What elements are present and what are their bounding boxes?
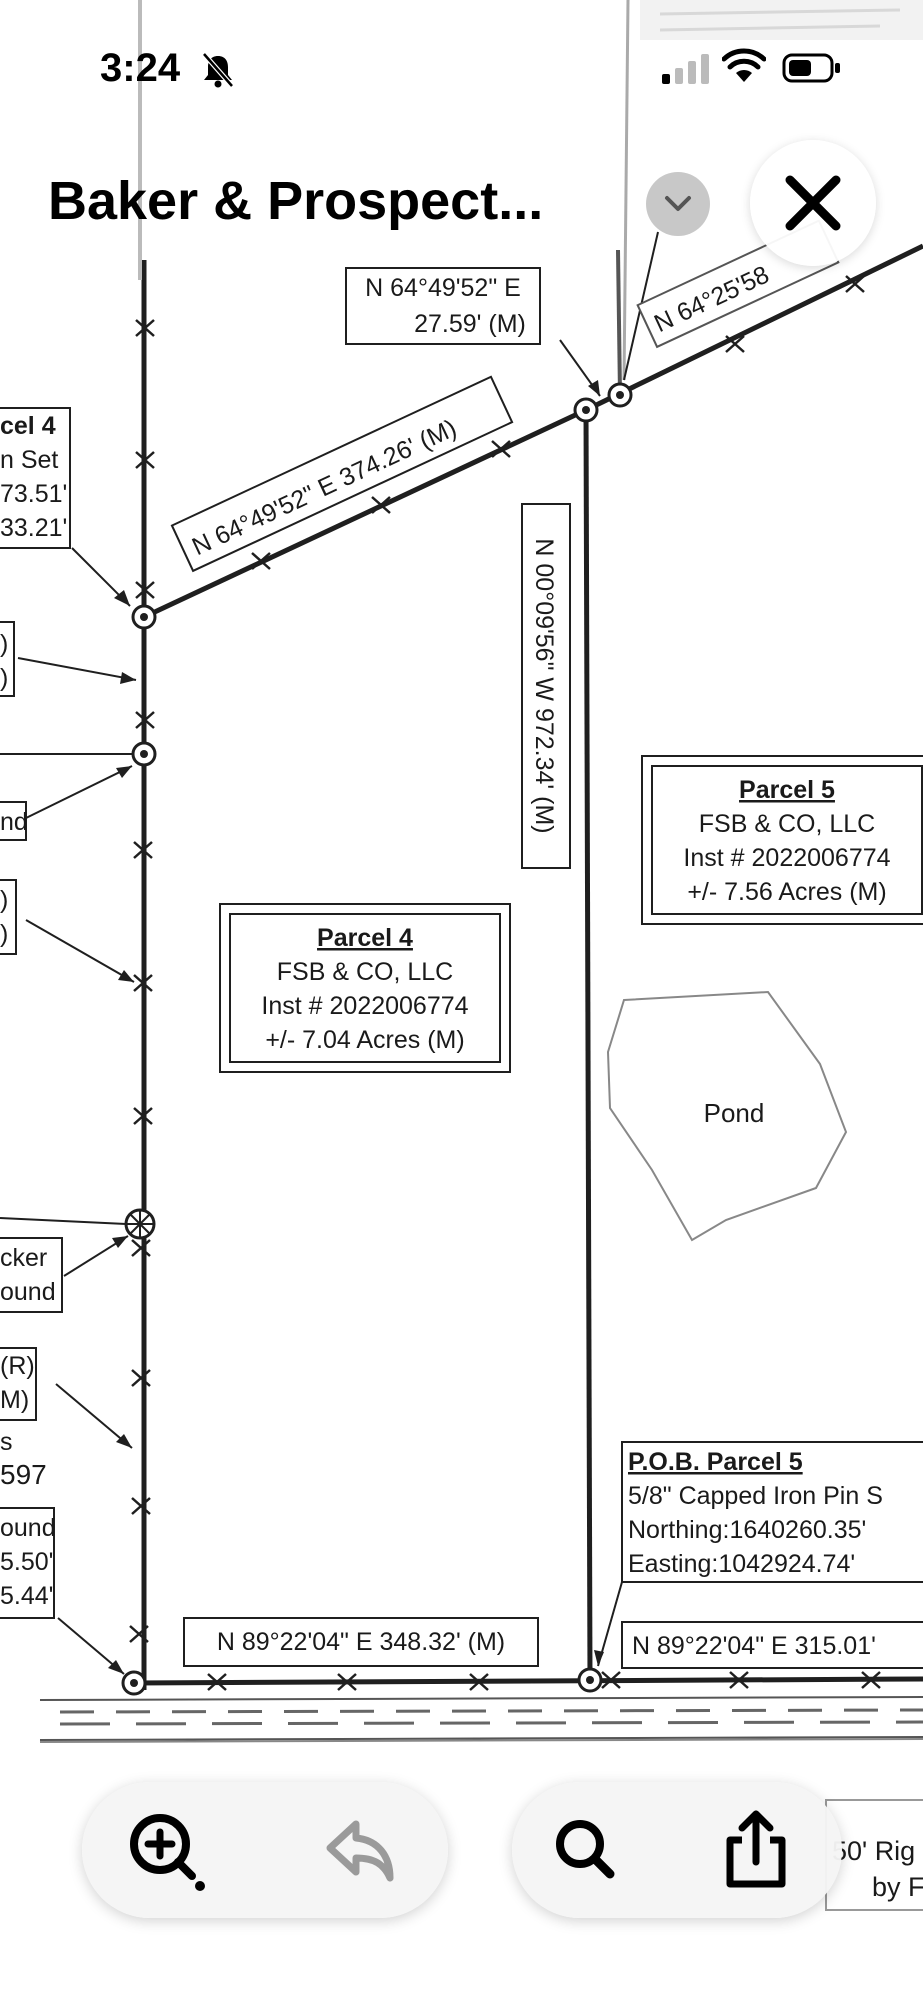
parcel5-inst: Inst # 2022006774 — [683, 844, 890, 872]
parcel5-owner: FSB & CO, LLC — [699, 810, 875, 838]
clip-g1: s — [0, 1428, 13, 1456]
silent-bell-icon — [202, 52, 234, 88]
parcel5-title: Parcel 5 — [739, 776, 835, 804]
clip-g2: 597 — [0, 1459, 47, 1490]
bearing-bottom-left: N 89°22'04" E 348.32' (M) — [217, 1628, 505, 1656]
markup-button[interactable] — [122, 1806, 210, 1894]
clip-c1: nd — [0, 808, 28, 836]
bearing-bottom-right: N 89°22'04" E 315.01' — [632, 1632, 876, 1660]
cellular-signal-icon — [662, 54, 709, 84]
pond-outline — [606, 990, 848, 1242]
pob-northing: Northing:1640260.35' — [628, 1516, 866, 1544]
clip-a2: n Set — [0, 446, 58, 474]
bearing-top-small-dist: 27.59' (M) — [414, 310, 526, 338]
clip-right-l1: 50' Rig — [832, 1836, 915, 1866]
clip-h3: 5.44' — [0, 1582, 53, 1610]
clip-d2: ) — [0, 920, 8, 948]
clip-f1: (R) — [0, 1352, 35, 1380]
status-time: 3:24 — [100, 46, 181, 90]
share-icon — [726, 1810, 786, 1888]
clip-a3: 73.51' — [0, 480, 67, 508]
wifi-icon — [722, 48, 766, 82]
clip-e2: ound — [0, 1278, 56, 1306]
clip-a1: cel 4 — [0, 412, 56, 440]
chevron-down-icon — [665, 196, 691, 211]
search-icon — [556, 1820, 615, 1879]
close-button[interactable] — [750, 140, 876, 266]
markup-pen-icon — [130, 1814, 205, 1891]
battery-icon — [782, 53, 840, 83]
undo-icon — [326, 1820, 394, 1882]
markup-toolbar — [82, 1782, 448, 1918]
clip-e1: cker — [0, 1244, 47, 1272]
title-menu-button[interactable] — [646, 172, 710, 236]
clip-h1: ound — [0, 1514, 56, 1542]
clip-b1: ) — [0, 630, 8, 658]
parcel4-owner: FSB & CO, LLC — [277, 958, 453, 986]
search-button[interactable] — [542, 1806, 630, 1894]
pob-line1: 5/8" Capped Iron Pin S — [628, 1482, 883, 1510]
clip-b2: ) — [0, 664, 8, 692]
clip-right-l2: by F — [872, 1872, 923, 1902]
clip-h2: 5.50' — [0, 1548, 53, 1576]
clip-f2: M) — [0, 1386, 29, 1414]
status-bar: 3:24 — [0, 0, 923, 140]
clip-a4: 33.21' — [0, 514, 67, 542]
parcel4-title: Parcel 4 — [317, 924, 413, 952]
bearing-vertical: N 00°09'56" W 972.34' (M) — [530, 538, 558, 833]
action-toolbar — [512, 1782, 842, 1918]
share-button[interactable] — [712, 1806, 800, 1894]
parcel4-inst: Inst # 2022006774 — [261, 992, 468, 1020]
close-icon — [785, 175, 841, 231]
pob-easting: Easting:1042924.74' — [628, 1550, 855, 1578]
undo-button[interactable] — [316, 1806, 404, 1894]
clip-d1: ) — [0, 886, 8, 914]
document-title[interactable]: Baker & Prospect... — [48, 171, 544, 231]
bearing-top-small: N 64°49'52" E — [365, 274, 521, 302]
parcel5-acres: +/- 7.56 Acres (M) — [687, 878, 886, 906]
pob-title: P.O.B. Parcel 5 — [628, 1448, 803, 1476]
parcel4-acres: +/- 7.04 Acres (M) — [265, 1026, 464, 1054]
pond-label: Pond — [704, 1098, 765, 1128]
